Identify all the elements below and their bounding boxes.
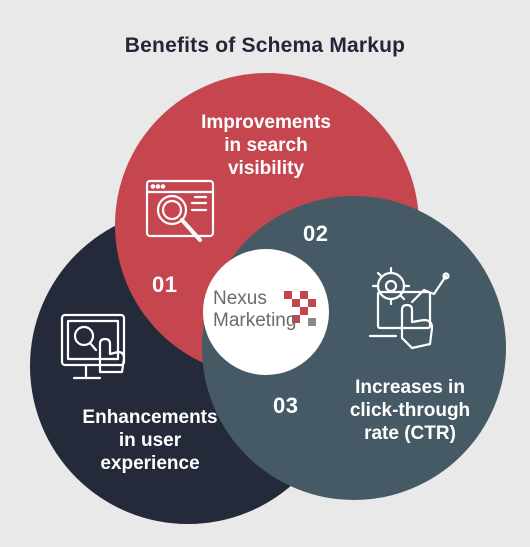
click-analytics-icon — [368, 266, 450, 350]
logo-mark-icon — [284, 291, 316, 326]
logo-line-1: Nexus — [213, 288, 267, 309]
benefit-01-number: 01 — [152, 272, 178, 297]
benefit-02-line-2: click-through — [349, 400, 471, 421]
benefit-03-line-2: in user — [118, 430, 182, 451]
page-title: Benefits of Schema Markup — [124, 34, 406, 57]
benefit-02-line-3: rate (CTR) — [364, 423, 456, 444]
benefit-03-number: 03 — [273, 393, 299, 418]
benefit-01-line-2: in search — [224, 135, 308, 156]
benefit-02-line-1: Increases in — [355, 377, 465, 398]
benefit-01-label: Improvements in search visibility — [186, 111, 346, 180]
benefit-02-number: 02 — [303, 221, 329, 246]
benefit-01-line-1: Improvements — [201, 112, 331, 133]
browser-search-icon — [145, 179, 215, 242]
benefit-03-line-3: experience — [100, 453, 200, 474]
monitor-touch-icon — [60, 313, 126, 380]
logo-badge — [203, 249, 329, 375]
benefit-01-line-3: visibility — [227, 158, 305, 179]
benefit-03-line-1: Enhancements — [82, 407, 218, 428]
logo-text: Nexus Marketing — [213, 288, 296, 332]
logo-line-2: Marketing — [213, 310, 297, 331]
benefit-03-label: Enhancements in user experience — [70, 406, 230, 475]
benefit-02-label: Increases in click-through rate (CTR) — [336, 376, 484, 445]
